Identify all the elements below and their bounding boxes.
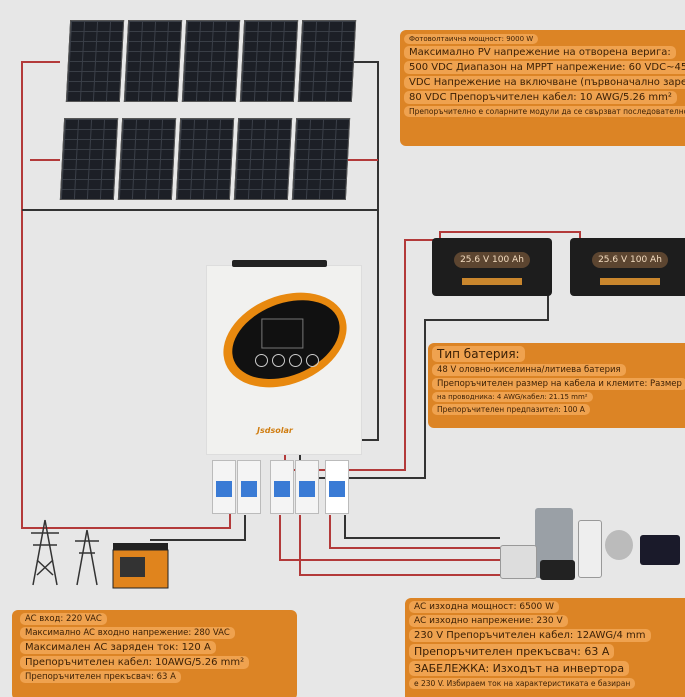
inverter-brand: Jsdsolar: [257, 426, 293, 435]
ac-output-spec-box: AC изходна мощност: 6500 W AC изходно на…: [405, 598, 685, 697]
rice-cooker-icon: [605, 530, 633, 560]
induction-cooker-icon: [640, 535, 680, 565]
battery-link-wire: [439, 231, 581, 240]
breaker-ac-input[interactable]: [237, 460, 261, 514]
pv-series-note: Препоръчително е соларните модули да се …: [404, 106, 685, 117]
ac-input-cable: Препоръчителен кабел: 10AWG/5.26 mm²: [20, 656, 250, 669]
solar-panel: [175, 118, 235, 200]
tv-icon: [540, 560, 575, 580]
solar-panel: [291, 118, 351, 200]
ac-output-breaker: Препоръчителен прекъсвач: 63 A: [409, 644, 615, 659]
inverter: Jsdsolar: [206, 260, 362, 455]
pv-spec-box: Фотоволтаична мощност: 9000 W Максимално…: [400, 30, 685, 146]
pv-max-voltage: Максимално PV напрежение на отворена вер…: [404, 46, 676, 59]
pv-positive-wire: [21, 61, 231, 529]
pv-startup-voltage: VDC Напрежение на включване (първоначалн…: [404, 76, 685, 89]
solar-panel: [117, 118, 177, 200]
solar-panel: [239, 20, 299, 102]
output-wire-red: [329, 515, 500, 549]
battery-label: 25.6 V 100 Ah: [592, 252, 668, 268]
inverter-buttons[interactable]: [255, 354, 319, 367]
ac-input-breaker: Препоръчителен прекъсвач: 63 A: [20, 671, 181, 683]
solar-panel: [181, 20, 241, 102]
mid-wires: [279, 515, 500, 576]
generator-icon: [112, 543, 169, 589]
pv-power: Фотоволтаична мощност: 9000 W: [404, 34, 539, 44]
ac-max-charge-current: Максимален AC заряден ток: 120 A: [20, 641, 216, 654]
breaker-pv[interactable]: [270, 460, 294, 514]
battery-wire-gauge: на проводника: 4 AWG/кабел: 21.15 mm²: [432, 392, 593, 402]
battery-label: 25.6 V 100 Ah: [454, 252, 530, 268]
ac-output-power: AC изходна мощност: 6500 W: [409, 601, 560, 613]
washing-machine-icon: [500, 545, 537, 579]
battery-type-title: Тип батерия:: [432, 346, 525, 362]
battery: 25.6 V 100 Ah: [570, 238, 685, 296]
ac-output-note-cont: е 230 V. Избираем ток на характеристикат…: [409, 678, 636, 689]
battery: 25.6 V 100 Ah: [432, 238, 552, 296]
breaker-battery[interactable]: [295, 460, 319, 514]
ac-max-input-voltage: Максимално AC входно напрежение: 280 VAC: [20, 627, 235, 639]
inverter-display: [220, 285, 352, 394]
ac-output-note: ЗАБЕЛЕЖКА: Изходът на инвертора: [409, 661, 630, 676]
solar-panel: [65, 20, 125, 102]
battery-spec-box: Тип батерия: 48 V оловно-киселинна/литие…: [428, 343, 685, 428]
ac-input-spec-box: AC вход: 220 VAC Максимално AC входно на…: [12, 610, 297, 697]
pv-cable: 80 VDC Препоръчителен кабел: 10 AWG/5.26…: [404, 91, 677, 104]
breaker-ac-output[interactable]: [325, 460, 349, 514]
solar-panel: [297, 20, 357, 102]
battery-cable-size: Препоръчителен размер на кабела и клемит…: [432, 378, 685, 390]
ac-output-voltage: AC изходно напрежение: 230 V: [409, 615, 568, 627]
grid-towers-icon: [31, 519, 169, 589]
inverter-bezel: [209, 275, 361, 405]
battery-type: 48 V оловно-киселинна/литиева батерия: [432, 364, 626, 376]
solar-panel: [233, 118, 293, 200]
solar-panel: [59, 118, 119, 200]
breaker-ac-input[interactable]: [212, 460, 236, 514]
battery-fuse: Препоръчителен предпазител: 100 A: [432, 404, 590, 415]
solar-panel: [123, 20, 183, 102]
ac-input-voltage: AC вход: 220 VAC: [20, 613, 107, 625]
ac-output-cable: 230 V Препоръчителен кабел: 12AWG/4 mm: [409, 629, 651, 642]
water-heater-icon: [578, 520, 602, 578]
pv-mppt-range: 500 VDC Диапазон на MPPT напрежение: 60 …: [404, 61, 685, 74]
pv-negative-wire: [22, 61, 379, 211]
output-wire-black: [344, 515, 500, 539]
grid-wire-black: [150, 515, 246, 541]
